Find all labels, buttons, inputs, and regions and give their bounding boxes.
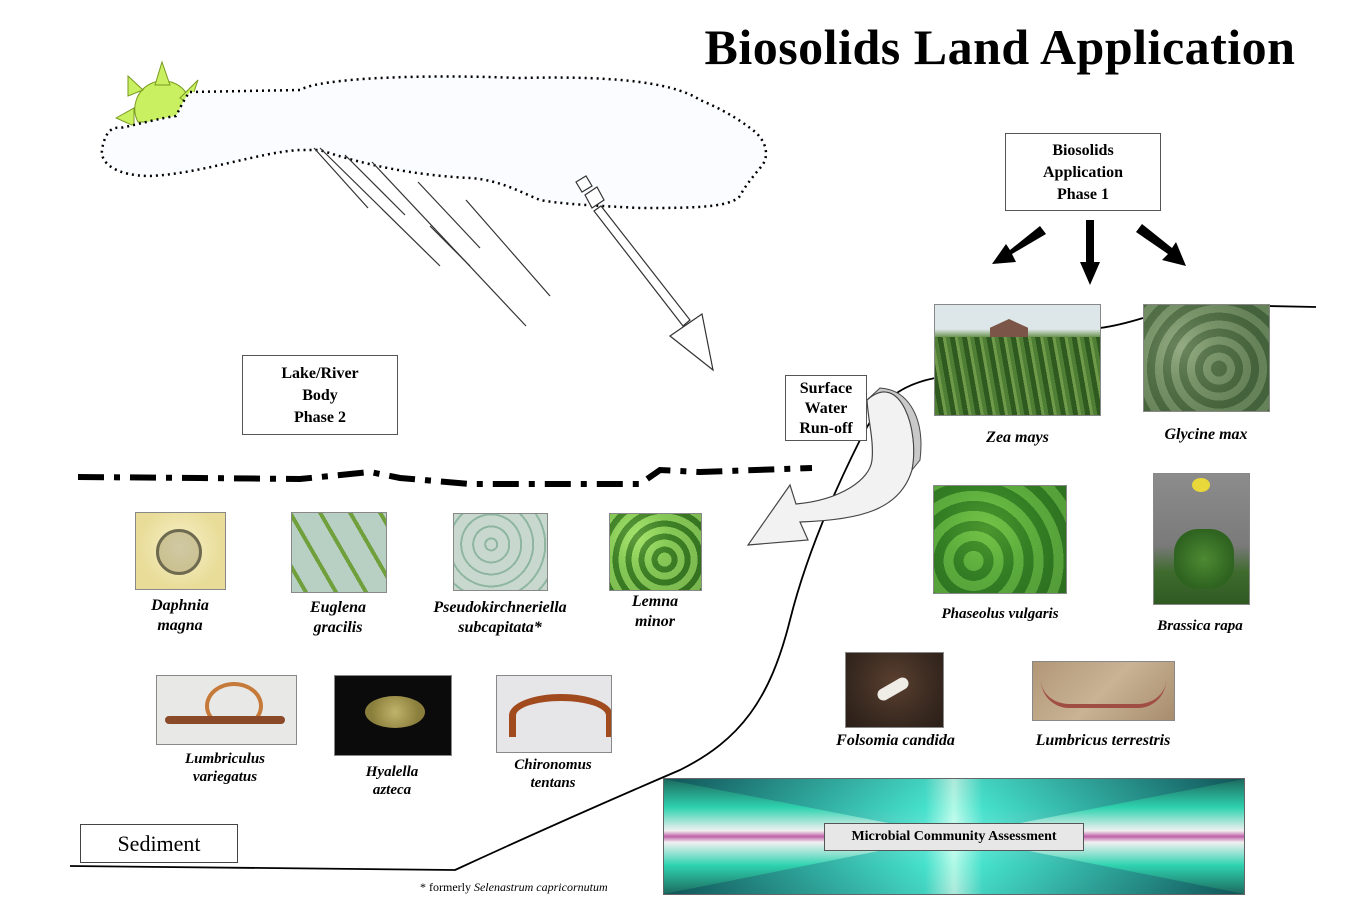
page-title: Biosolids Land Application	[704, 19, 1296, 75]
caption-lumbricus-terrestris: Lumbricus terrestris	[1035, 732, 1171, 749]
amphipod-photo	[334, 675, 452, 756]
microbial-assessment-banner: Microbial Community Assessment	[663, 778, 1245, 895]
box-line: Phase 1	[1057, 186, 1109, 203]
distribution-arrows-icon	[992, 220, 1186, 285]
caption-zea-mays: Zea mays	[986, 429, 1049, 446]
corn-field-photo	[934, 304, 1101, 416]
midge-larva-photo	[496, 675, 612, 753]
sediment-label: Sediment	[80, 824, 238, 863]
duckweed-photo	[609, 513, 702, 591]
algae-photo	[453, 513, 548, 591]
footnote: * formerly Selenastrum capricornutum	[420, 880, 608, 895]
water-surface-line	[77, 465, 813, 487]
sun-icon	[114, 60, 199, 127]
blackworm-photo	[156, 675, 297, 745]
springtail-photo	[845, 652, 944, 728]
microbial-assessment-label: Microbial Community Assessment	[824, 823, 1084, 851]
cloud-icon	[100, 75, 768, 210]
soybean-photo	[1143, 304, 1270, 412]
box-line: Biosolids	[1052, 142, 1114, 159]
bean-plant-photo	[933, 485, 1067, 594]
infiltration-arrow-icon	[575, 175, 714, 372]
box-line: Body	[302, 387, 338, 404]
caption-brassica-rapa: Brassica rapa	[1157, 618, 1243, 634]
field-line-2	[1267, 305, 1317, 308]
caption-glycine-max: Glycine max	[1164, 426, 1248, 443]
surface-runoff-box: Surface Water Run-off	[785, 375, 867, 441]
lake-phase2-box: Lake/River Body Phase 2	[242, 355, 398, 435]
footnote-prefix: * formerly	[420, 880, 474, 894]
euglena-photo	[291, 512, 387, 593]
footnote-species: Selenastrum capricornutum	[473, 880, 608, 894]
box-line: Phase 2	[294, 409, 346, 426]
earthworm-photo	[1032, 661, 1175, 721]
box-line: Application	[1042, 164, 1123, 181]
biosolids-phase1-box: Biosolids Application Phase 1	[1005, 133, 1161, 211]
box-line: Surface	[799, 380, 853, 397]
rain-lines	[313, 147, 551, 327]
daphnia-photo	[135, 512, 226, 590]
field-line-1	[1099, 317, 1144, 329]
box-line: Run-off	[799, 420, 853, 437]
caption-phaseolus-vulgaris: Phaseolus vulgaris	[941, 606, 1059, 622]
box-line: Lake/River	[281, 365, 359, 382]
caption-folsomia-candida: Folsomia candida	[836, 732, 955, 749]
box-line: Water	[804, 400, 848, 417]
brassica-plant-photo	[1153, 473, 1250, 605]
